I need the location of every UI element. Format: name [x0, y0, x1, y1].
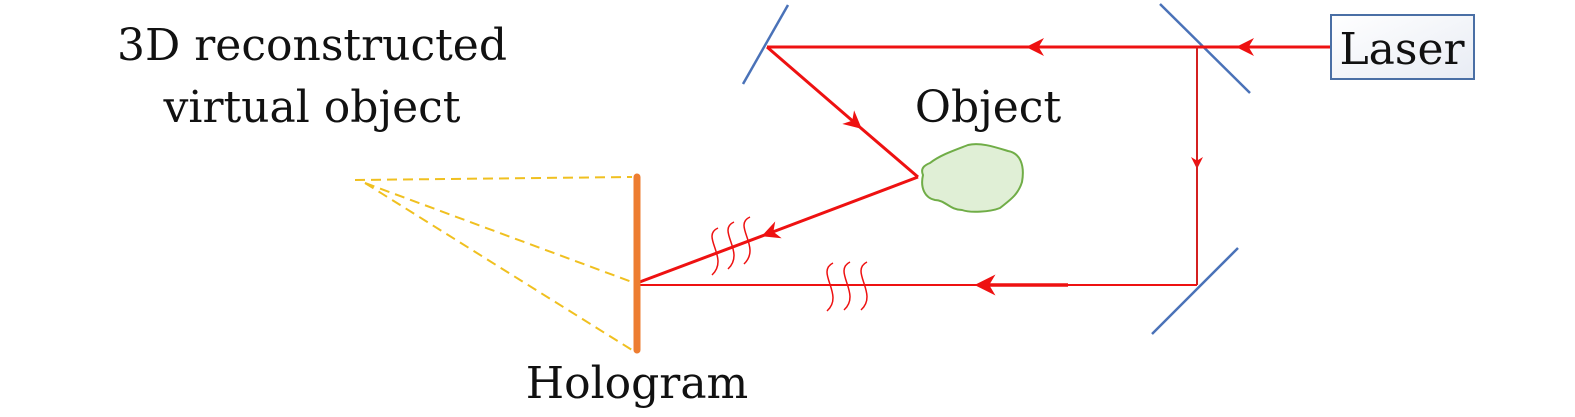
reconstructed-label-line1: 3D reconstructed — [117, 20, 507, 71]
reference-beam — [637, 47, 1203, 296]
mirror-bottom-right — [1151, 247, 1239, 335]
virtual-image-rays — [354, 176, 633, 351]
laser-beam-top — [766, 38, 1337, 179]
wave-symbol-object — [711, 216, 751, 276]
object-beam — [636, 175, 919, 285]
reconstructed-label-line2: virtual object — [163, 82, 461, 133]
wave-symbol-reference — [826, 261, 868, 312]
object-label: Object — [915, 82, 1062, 133]
laser-label: Laser — [1339, 24, 1465, 75]
hologram-label: Hologram — [526, 358, 749, 409]
laser-box — [1330, 14, 1475, 80]
mirror-top-left — [741, 4, 790, 85]
object-shape — [921, 143, 1024, 213]
